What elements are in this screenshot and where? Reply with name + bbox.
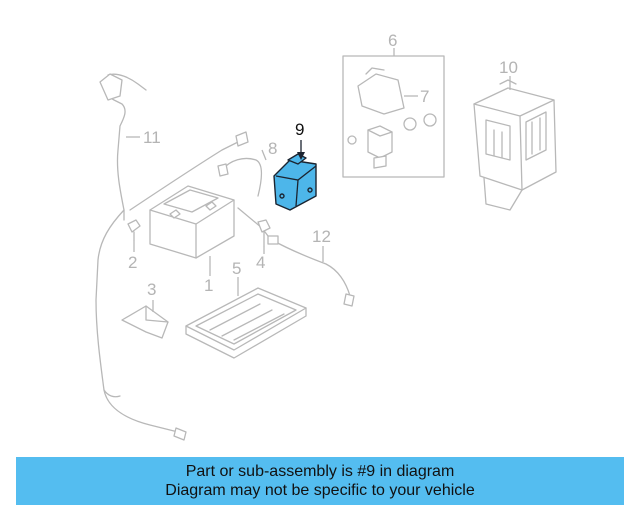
callout-9: 9 xyxy=(295,120,304,139)
part-10-fusebox xyxy=(473,79,557,211)
callout-3: 3 xyxy=(147,280,156,299)
part-5-tray xyxy=(185,287,307,359)
callout-8: 8 xyxy=(268,139,277,158)
callout-2: 2 xyxy=(128,253,137,272)
banner-line-2: Diagram may not be specific to your vehi… xyxy=(165,482,475,499)
callout-9-arrow xyxy=(297,152,305,160)
callout-1: 1 xyxy=(204,276,213,295)
callout-5: 5 xyxy=(232,259,241,278)
part-4-rod xyxy=(237,207,271,247)
part-3-bracket xyxy=(121,305,169,339)
callout-11: 11 xyxy=(143,128,161,147)
part-9-module xyxy=(273,153,317,211)
callout-12: 12 xyxy=(312,227,331,246)
callout-7: 7 xyxy=(420,87,429,106)
parts-diagram: 11 1 2 3 4 5 xyxy=(95,31,557,441)
callout-8-leader xyxy=(261,149,267,161)
part-2-clamp xyxy=(127,219,141,241)
callout-6: 6 xyxy=(388,31,397,50)
part-12-cable xyxy=(267,235,355,307)
part-1-battery xyxy=(149,185,235,259)
info-banner: Part or sub-assembly is #9 in diagram Di… xyxy=(16,457,624,505)
part-8-cable xyxy=(217,157,263,197)
banner-line-1: Part or sub-assembly is #9 in diagram xyxy=(185,463,455,480)
callout-10: 10 xyxy=(499,58,518,77)
callout-4: 4 xyxy=(256,253,265,272)
part-11-cable xyxy=(95,73,249,441)
part-6-assembly-box xyxy=(342,55,445,178)
